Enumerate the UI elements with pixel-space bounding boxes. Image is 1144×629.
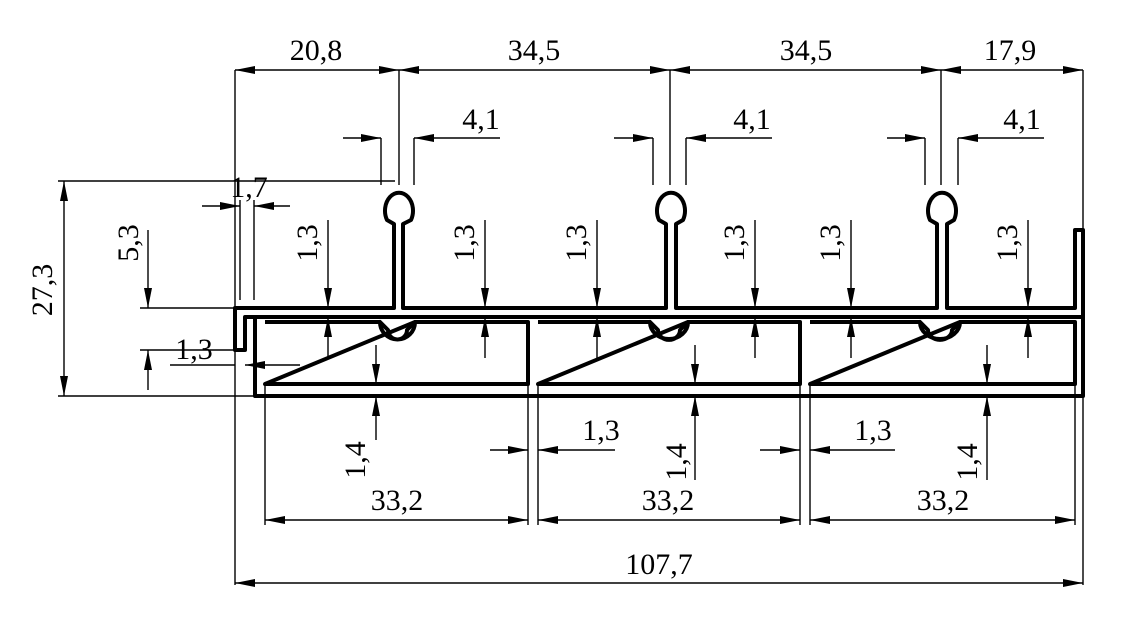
dim-left-5-3: 5,3 [112,224,145,262]
profile-outline [233,190,1085,398]
dim-overall-107-7: 107,7 [625,548,693,581]
dim-cell-33-2-a: 33,2 [371,484,424,517]
screw-channel-2 [648,320,690,342]
chamber-2 [536,320,802,386]
dim-left-1-7: 1,7 [230,171,268,204]
dim-rib-1-3-b: 1,3 [854,414,892,447]
bottom-contour [253,317,1085,398]
dim-cell-33-2-c: 33,2 [917,484,970,517]
dimension-labels: 20,8 34,5 34,5 17,9 4,1 4,1 4,1 1,7 27,3… [26,34,1041,581]
chamber-3 [808,320,1077,386]
dim-left-1-3: 1,3 [175,333,213,366]
dim-base-1-4-a: 1,4 [339,441,372,479]
dimension-lines [60,66,1083,587]
screw-channel-3 [918,320,962,342]
dim-top-20-8: 20,8 [290,34,343,67]
dim-rib-1-3-a: 1,3 [582,414,620,447]
dim-wall-1-3-c: 1,3 [560,224,593,262]
dim-left-27-3: 27,3 [26,264,59,317]
dim-base-1-4-b: 1,4 [660,443,693,481]
dim-top-34-5-a: 34,5 [508,34,561,67]
dim-top-34-5-b: 34,5 [780,34,833,67]
dim-slot-4-1-b: 4,1 [733,103,771,136]
dim-wall-1-3-e: 1,3 [814,224,847,262]
dim-slot-4-1-c: 4,1 [1003,103,1041,136]
top-contour [233,190,1085,352]
screw-channel-1 [378,320,417,342]
dim-cell-33-2-b: 33,2 [642,484,695,517]
dim-slot-4-1-a: 4,1 [462,103,500,136]
chamber-1 [263,320,530,386]
dim-base-1-4-c: 1,4 [951,443,984,481]
dim-wall-1-3-b: 1,3 [448,224,481,262]
dim-top-17-9: 17,9 [984,34,1037,67]
dim-wall-1-3-d: 1,3 [718,224,751,262]
extension-lines [58,70,1084,585]
dim-wall-1-3-f: 1,3 [991,224,1024,262]
dim-wall-1-3-a: 1,3 [291,224,324,262]
